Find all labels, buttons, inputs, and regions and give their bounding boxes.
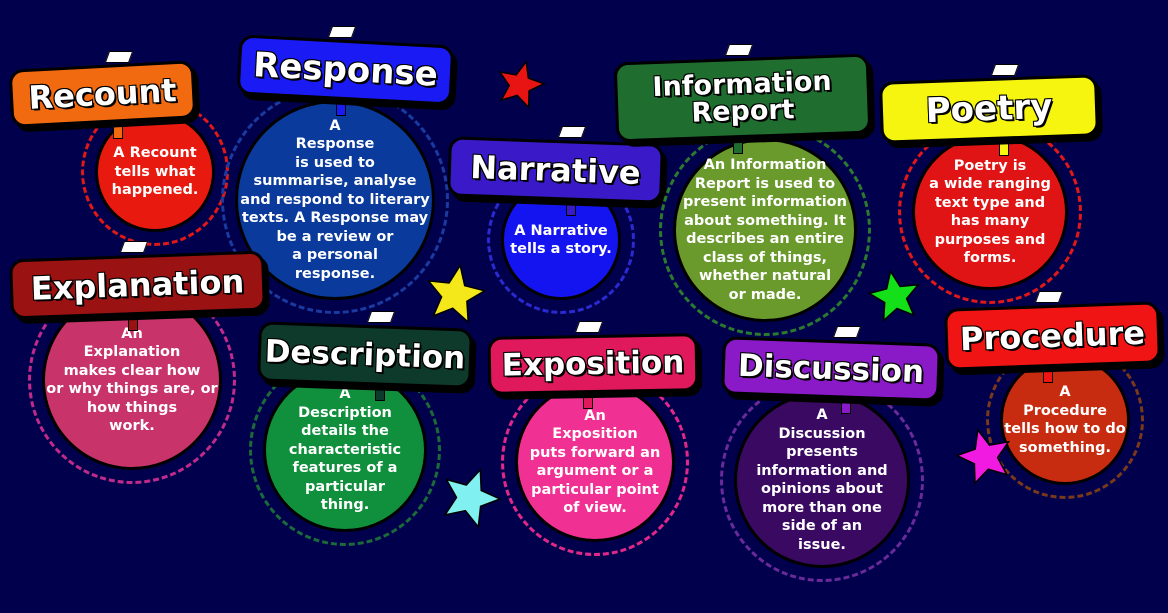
description-circle: A Procedure tells how to do something. xyxy=(1000,355,1130,485)
sign-post-cap xyxy=(574,321,604,333)
sign-title: Narrative xyxy=(469,147,643,193)
sign-post-cap xyxy=(366,311,396,323)
description-circle: An Information Report is used to present… xyxy=(673,138,857,322)
sign-post-cap xyxy=(119,241,148,253)
sign-title: Procedure xyxy=(958,313,1146,359)
sign-post-cap xyxy=(104,51,133,63)
sign-post-cap xyxy=(724,44,753,56)
sign-post-cap xyxy=(1034,291,1063,303)
star-icon xyxy=(498,59,546,110)
star-icon xyxy=(955,428,1011,485)
sign-recount[interactable]: Recount xyxy=(8,60,197,128)
description-circle: A Description details the characteristic… xyxy=(263,368,427,532)
sign-title: Exposition xyxy=(500,343,685,384)
star-icon xyxy=(867,269,920,323)
sign-explanation[interactable]: Explanation xyxy=(9,250,266,320)
star-shape xyxy=(443,467,502,529)
description-circle: Poetry is a wide ranging text type and h… xyxy=(912,134,1068,290)
sign-post-cap xyxy=(557,126,586,138)
description-circle: An Exposition puts forward an argument o… xyxy=(515,382,675,542)
description-circle: A Discussion presents information and op… xyxy=(734,392,910,568)
sign-response[interactable]: Response xyxy=(236,34,455,106)
sign-title: Response xyxy=(251,44,440,96)
description-text: A Description details the characteristic… xyxy=(288,386,402,514)
description-text: Poetry is a wide ranging text type and h… xyxy=(929,157,1051,267)
description-text: An Exposition puts forward an argument o… xyxy=(529,407,661,517)
sign-post-cap xyxy=(990,64,1020,76)
sign-title: Explanation xyxy=(29,261,246,308)
description-circle: A Response is used to summarise, analyse… xyxy=(235,100,435,300)
sign-exposition[interactable]: Exposition xyxy=(487,333,699,395)
sign-discussion[interactable]: Discussion xyxy=(721,336,941,402)
sign-title: Recount xyxy=(27,70,179,118)
sign-description[interactable]: Description xyxy=(257,321,473,389)
sign-title: Description xyxy=(263,332,467,377)
sign-narrative[interactable]: Narrative xyxy=(447,136,664,204)
sign-information-report[interactable]: Information Report xyxy=(613,53,872,143)
description-text: A Recount tells what happened. xyxy=(111,145,199,199)
description-text: A Narrative tells a story. xyxy=(510,222,612,258)
star-icon xyxy=(426,263,487,324)
star-shape xyxy=(498,59,546,110)
star-shape xyxy=(426,263,487,324)
sign-poetry[interactable]: Poetry xyxy=(878,74,1100,144)
sign-title: Poetry xyxy=(924,86,1054,132)
sign-procedure[interactable]: Procedure xyxy=(943,301,1162,371)
sign-post-cap xyxy=(832,326,862,338)
description-text: A Discussion presents information and op… xyxy=(756,407,888,553)
description-text: A Procedure tells how to do something. xyxy=(1004,384,1126,456)
sign-title: Discussion xyxy=(736,346,925,390)
star-shape xyxy=(867,269,920,323)
sign-post-cap xyxy=(327,26,356,38)
description-text: An Explanation makes clear how or why th… xyxy=(46,325,218,435)
description-text: An Information Report is used to present… xyxy=(683,157,847,303)
description-text: A Response is used to summarise, analyse… xyxy=(240,117,430,282)
sign-title: Information Report xyxy=(651,65,833,130)
star-icon xyxy=(443,467,502,529)
star-shape xyxy=(955,428,1011,485)
